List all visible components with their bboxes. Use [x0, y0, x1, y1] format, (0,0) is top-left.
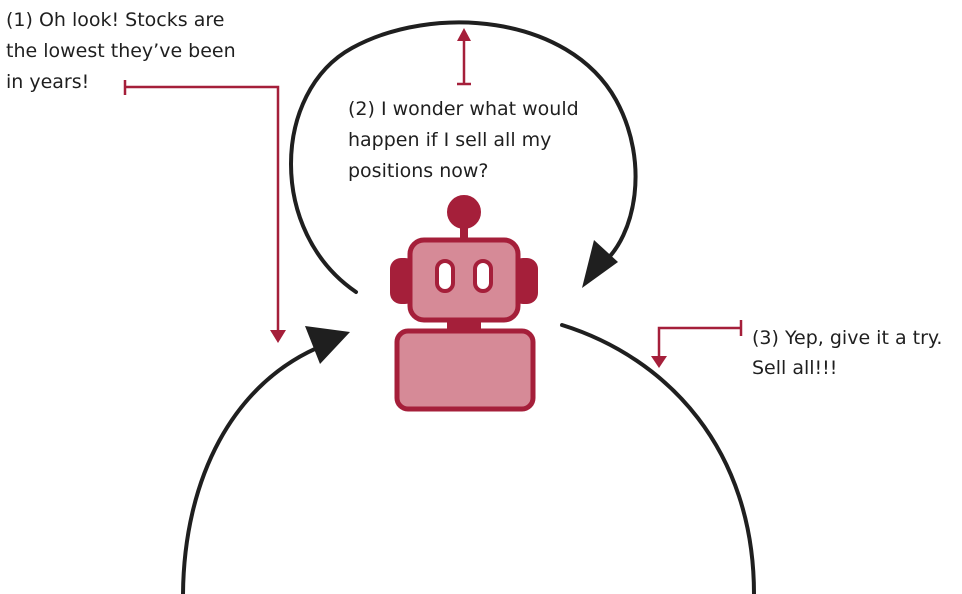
upper-loop-arrowhead	[582, 240, 618, 288]
note-step-3-line: Sell all!!!	[752, 357, 838, 379]
robot-antenna-ball	[447, 195, 481, 229]
robot-right-eye	[473, 259, 493, 293]
robot-head	[407, 237, 521, 323]
note-step-2-line: positions now?	[348, 160, 489, 182]
robot-body	[394, 328, 536, 412]
note2-connector-arrowhead	[457, 28, 471, 41]
note-step-1-line: (1) Oh look! Stocks are	[6, 9, 225, 31]
note-step-3-line: (3) Yep, give it a try.	[752, 327, 943, 349]
upper-loop-arc	[289, 20, 638, 294]
note-step-1-line: in years!	[6, 71, 90, 93]
note-step-2: (2) I wonder what would happen if I sell…	[348, 94, 579, 187]
note3-connector-arrowhead	[651, 356, 667, 368]
robot-icon	[390, 195, 538, 412]
note-step-3: (3) Yep, give it a try. Sell all!!!	[752, 323, 942, 383]
note-step-1-line: the lowest they’ve been	[6, 40, 236, 62]
note-step-1: (1) Oh look! Stocks are the lowest they’…	[6, 5, 236, 98]
note1-connector-arrowhead	[270, 330, 286, 343]
note-step-2-line: (2) I wonder what would	[348, 98, 579, 120]
robot-antenna-stem	[460, 226, 468, 244]
robot-left-eye	[435, 259, 455, 293]
lower-loop-right-arc	[560, 323, 756, 594]
lower-loop-left-arc	[181, 343, 326, 594]
note3-connector	[657, 326, 741, 356]
note-step-2-line: happen if I sell all my	[348, 129, 552, 151]
note1-connector	[125, 85, 280, 330]
lower-loop-arrowhead	[305, 326, 350, 364]
